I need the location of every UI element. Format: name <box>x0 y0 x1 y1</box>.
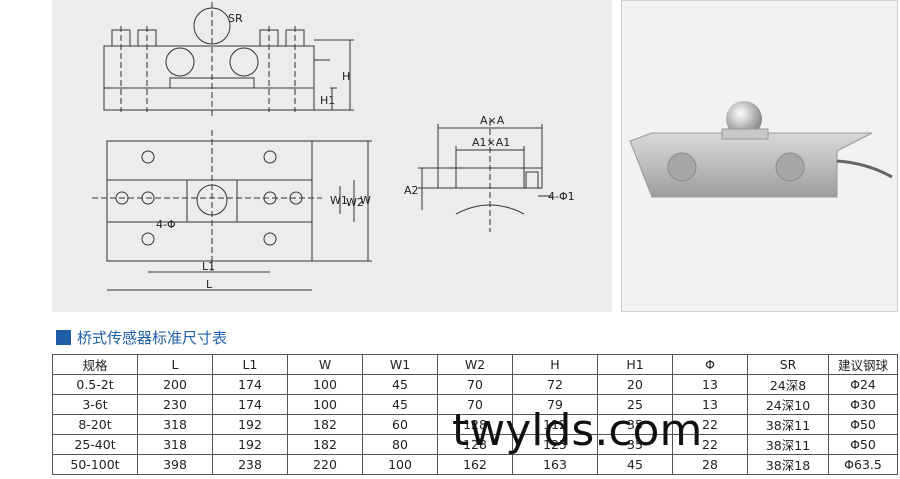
table-cell: 182 <box>287 434 363 455</box>
header-cell: H1 <box>597 354 673 375</box>
table-cell: 100 <box>287 394 363 415</box>
cable-icon <box>836 159 893 179</box>
section-title: 桥式传感器标准尺寸表 <box>56 327 227 347</box>
table-cell: 0.5-2t <box>52 374 138 395</box>
load-cell-illustration <box>629 101 893 198</box>
table-cell: 318 <box>137 414 213 435</box>
table-cell: 174 <box>212 374 288 395</box>
header-cell: W2 <box>437 354 513 375</box>
top-view-body <box>106 140 313 262</box>
header-cell: 规格 <box>52 354 138 375</box>
technical-drawing: SR H H1 W1 W2 W L1 L 4-Φ A×A A1×A1 A2 4-… <box>52 0 612 312</box>
table-cell: Φ50 <box>828 434 898 455</box>
table-cell: 70 <box>437 374 513 395</box>
label-a2: A2 <box>404 184 419 197</box>
label-h: H <box>342 70 350 83</box>
label-l1: L1 <box>202 260 215 273</box>
watermark: twylds.com <box>452 405 703 456</box>
table-cell: Φ63.5 <box>828 454 898 475</box>
side-view-body <box>103 45 315 111</box>
table-cell: 192 <box>212 434 288 455</box>
label-h1: H1 <box>320 94 335 107</box>
drawing-svg: SR H H1 W1 W2 W L1 L 4-Φ A×A A1×A1 A2 4-… <box>92 2 575 291</box>
label-a1xa1: A1×A1 <box>472 136 510 149</box>
spec-table: 规格 L L1 W W1 W2 H H1 Φ SR 建议钢球 0.5-2t 20… <box>52 354 898 475</box>
table-cell: 45 <box>362 374 438 395</box>
header-cell: W1 <box>362 354 438 375</box>
label-four-phi1: 4-Φ1 <box>548 190 575 203</box>
header-cell: H <box>512 354 598 375</box>
table-row: 0.5-2t 200 174 100 45 70 72 20 13 24深8 Φ… <box>52 374 898 395</box>
label-axa: A×A <box>480 114 505 127</box>
table-cell: 80 <box>362 434 438 455</box>
table-cell: 220 <box>287 454 363 475</box>
table-row: 8-20t 318 192 182 60 128 112 35 22 38深11… <box>52 414 898 435</box>
table-cell: 100 <box>362 454 438 475</box>
table-cell: 13 <box>672 374 748 395</box>
table-cell: 25 <box>597 394 673 415</box>
table-header-row: 规格 L L1 W W1 W2 H H1 Φ SR 建议钢球 <box>52 354 898 375</box>
table-row: 50-100t 398 238 220 100 162 163 45 28 38… <box>52 454 898 475</box>
table-cell: 50-100t <box>52 454 138 475</box>
table-cell: 182 <box>287 414 363 435</box>
table-cell: 38深11 <box>747 434 829 455</box>
table-cell: 20 <box>597 374 673 395</box>
table-cell: 38深18 <box>747 454 829 475</box>
title-square-icon <box>56 329 71 345</box>
table-cell: 192 <box>212 414 288 435</box>
table-cell: 70 <box>437 394 513 415</box>
table-cell: 25-40t <box>52 434 138 455</box>
table-cell: 45 <box>597 454 673 475</box>
table-cell: 3-6t <box>52 394 138 415</box>
table-cell: 60 <box>362 414 438 435</box>
header-cell: SR <box>747 354 829 375</box>
header-cell: W <box>287 354 363 375</box>
table-cell: Φ30 <box>828 394 898 415</box>
table-cell: 100 <box>287 374 363 395</box>
table-cell: 398 <box>137 454 213 475</box>
steel-ball-icon <box>726 101 762 137</box>
label-l: L <box>206 278 213 291</box>
table-cell: 174 <box>212 394 288 415</box>
label-w1: W1 <box>330 194 348 207</box>
header-cell: Φ <box>672 354 748 375</box>
table-cell: 24深8 <box>747 374 829 395</box>
table-cell: 28 <box>672 454 748 475</box>
section-title-text: 桥式传感器标准尺寸表 <box>77 328 228 347</box>
table-cell: 200 <box>137 374 213 395</box>
table-cell: 230 <box>137 394 213 415</box>
table-cell: 8-20t <box>52 414 138 435</box>
table-cell: Φ24 <box>828 374 898 395</box>
table-cell: 45 <box>362 394 438 415</box>
label-w: W <box>360 194 371 207</box>
table-cell: Φ50 <box>828 414 898 435</box>
table-cell: 38深11 <box>747 414 829 435</box>
table-cell: 318 <box>137 434 213 455</box>
label-w2: W2 <box>346 196 364 209</box>
table-cell: 162 <box>437 454 513 475</box>
label-sr: SR <box>228 12 243 25</box>
label-four-phi: 4-Φ <box>156 218 176 231</box>
header-cell: 建议钢球 <box>828 354 898 375</box>
table-cell: 238 <box>212 454 288 475</box>
product-photo <box>621 0 898 312</box>
table-row: 3-6t 230 174 100 45 70 79 25 13 24深10 Φ3… <box>52 394 898 415</box>
table-cell: 24深10 <box>747 394 829 415</box>
table-cell: 72 <box>512 374 598 395</box>
header-cell: L1 <box>212 354 288 375</box>
header-cell: L <box>137 354 213 375</box>
table-cell: 163 <box>512 454 598 475</box>
